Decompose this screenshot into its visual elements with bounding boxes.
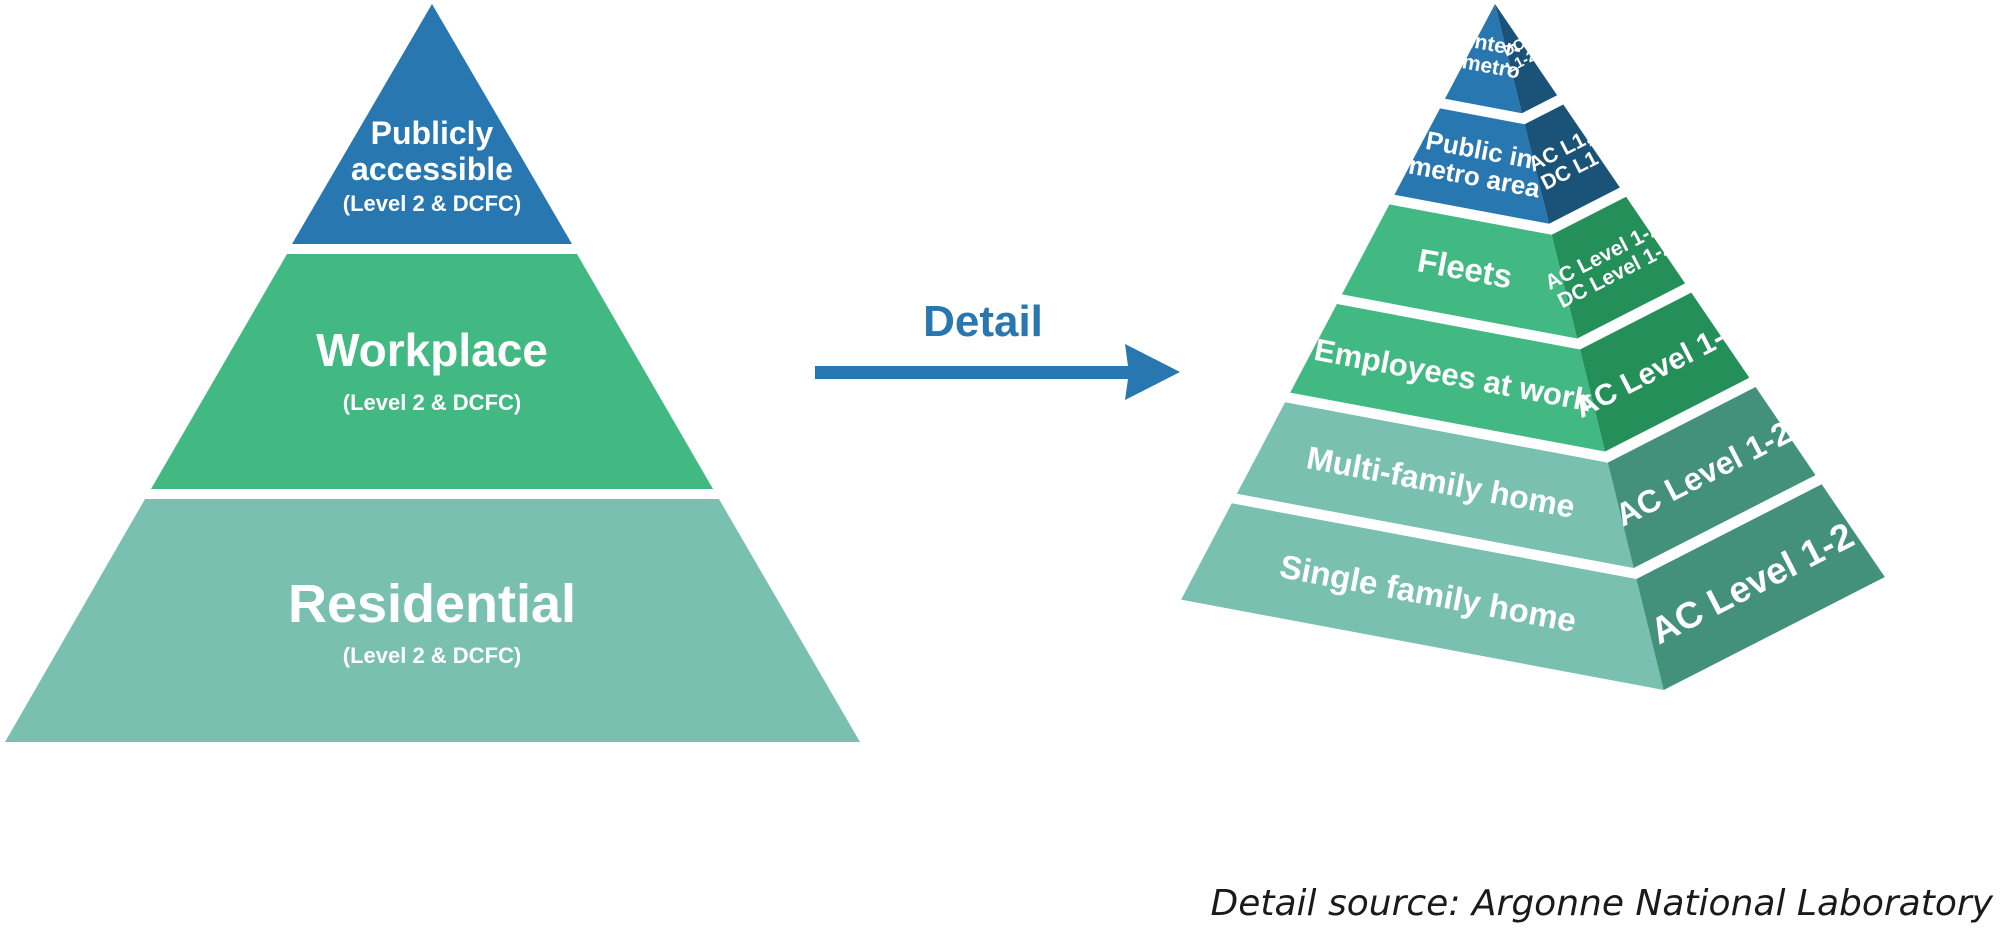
right-tier-2-front-face <box>1394 108 1549 224</box>
right-tier-1-front-face <box>1445 4 1522 114</box>
left-top-sub: (Level 2 & DCFC) <box>343 191 521 216</box>
left-tier-middle <box>151 254 713 489</box>
left-pyramid: Publicly accessible (Level 2 & DCFC) Wor… <box>5 4 860 742</box>
left-top-line1: Publicly <box>371 115 494 151</box>
right-tier-4-side-face <box>1580 292 1750 452</box>
detail-arrow: Detail <box>815 297 1180 400</box>
left-top-line2: accessible <box>351 151 513 187</box>
right-tier-6-front-face <box>1181 503 1664 690</box>
left-tier-bottom <box>5 499 860 742</box>
right-tier-5-side-face <box>1607 387 1816 568</box>
left-tier-top <box>292 4 572 244</box>
detail-label: Detail <box>923 297 1043 346</box>
right-tier-1-side-face <box>1495 4 1558 114</box>
right-tier-4-front-face <box>1290 304 1605 452</box>
right-tier-5-front-face <box>1236 402 1634 568</box>
arrow-right-icon <box>815 344 1180 400</box>
right-tier-2-side-face <box>1524 104 1620 224</box>
left-bottom-sub: (Level 2 & DCFC) <box>343 643 521 668</box>
left-bottom-title: Residential <box>288 574 576 634</box>
source-note: Detail source: Argonne National Laborato… <box>1211 883 1994 924</box>
right-tier-3-side-face <box>1551 196 1686 339</box>
left-middle-title: Workplace <box>316 324 548 376</box>
right-tier-6-side-face <box>1636 484 1885 690</box>
left-middle-sub: (Level 2 & DCFC) <box>343 390 521 415</box>
right-tier-3-front-face <box>1341 204 1578 339</box>
